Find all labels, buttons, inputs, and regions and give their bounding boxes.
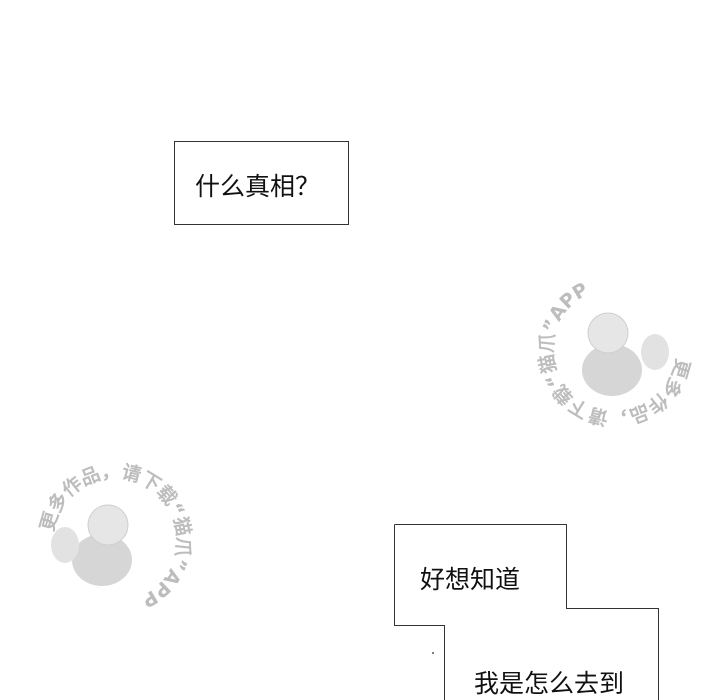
watermark-mascot-icon [51,504,132,586]
watermark-mascot-icon [582,312,669,396]
bubble-text-1: 什么真相？ [195,172,321,201]
ink-dot [432,652,434,654]
speech-box-upper [174,141,349,225]
bubble-text-2: 好想知道 [420,565,521,594]
bubble-text-3: 我是怎么去到 [474,669,625,698]
speech-box-lower [394,524,659,700]
